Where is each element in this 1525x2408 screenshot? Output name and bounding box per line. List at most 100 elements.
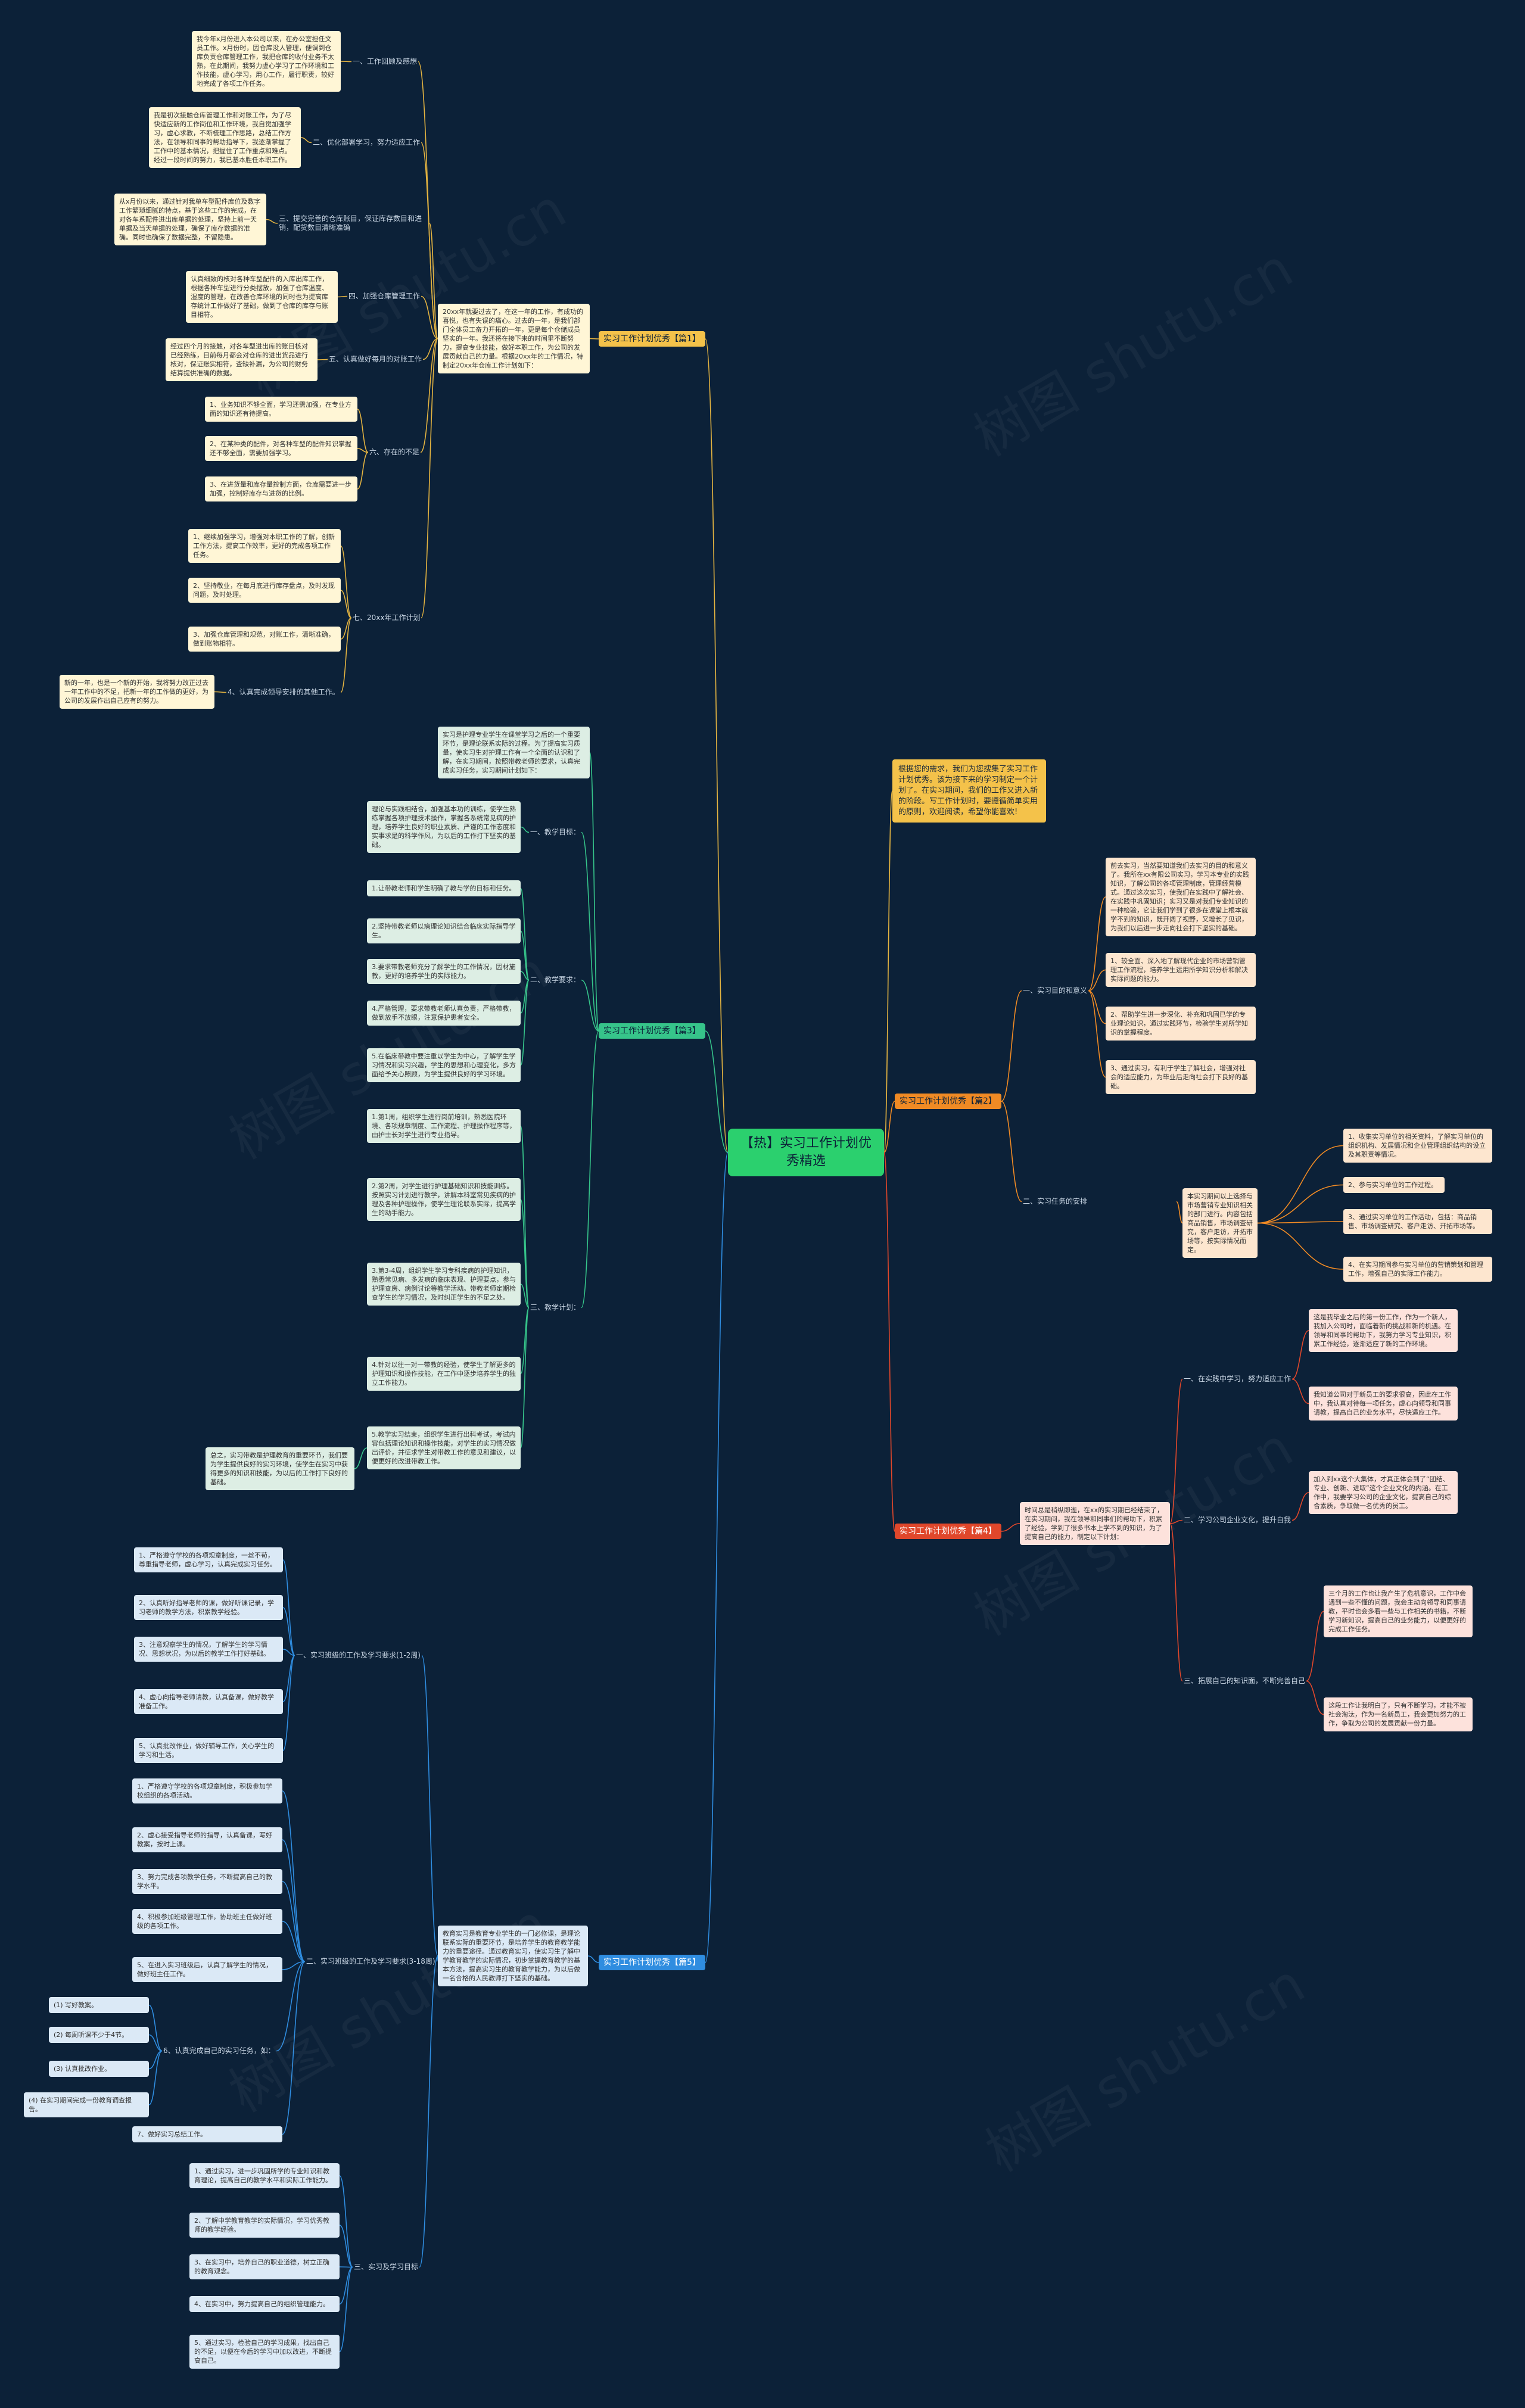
week1-item: 3、注意观察学生的情况，了解学生的学习情况、思想状况，为以后的教学工作打好基础。 <box>134 1637 283 1662</box>
root-topic[interactable]: 【热】实习工作计划优秀精选 <box>728 1129 884 1176</box>
article-4-section-3[interactable]: 三、拓展自己的知识面，不断完善自己 <box>1184 1677 1306 1685</box>
branch-article-5[interactable]: 实习工作计划优秀【篇5】 <box>599 1955 705 1970</box>
branch-article-3[interactable]: 实习工作计划优秀【篇3】 <box>599 1023 705 1039</box>
article-3-teaching-goal[interactable]: 一、教学目标： <box>530 828 581 836</box>
connector-line <box>1001 1523 1020 1532</box>
plan-step: 2.第2周，对学生进行护理基础知识和技能训练。按照实习计划进行教学，讲解本科室常… <box>367 1178 521 1221</box>
plan-item[interactable]: 4、认真完成领导安排的其他工作。 <box>228 688 340 696</box>
week3-item: 1、严格遵守学校的各项规章制度，积极参加学校组织的各项活动。 <box>132 1778 282 1803</box>
branch-article-4[interactable]: 实习工作计划优秀【篇4】 <box>895 1524 1001 1539</box>
connector-line <box>1169 1523 1183 1682</box>
connector-line <box>282 1790 306 1962</box>
connector-line <box>340 590 352 619</box>
article-3-teaching-goal-text: 理论与实践相结合，加强基本功的训练，使学生熟练掌握各项护理技术操作，掌握各系统常… <box>367 801 521 853</box>
connector-line <box>282 1655 295 1702</box>
connector-line <box>339 2266 353 2353</box>
week3-item: 2、虚心接受指导老师的指导，认真备课，写好教案，按时上课。 <box>132 1827 282 1852</box>
requirement-item: 5.在临床带教中要注重以学生为中心，了解学生学习情况和实习兴趣，学生的思想和心理… <box>367 1048 521 1082</box>
connector-line <box>520 1125 530 1309</box>
week3-item[interactable]: 6、认真完成自己的实习任务，如： <box>163 2046 275 2055</box>
connector-line <box>520 971 530 981</box>
article-1-closing: 新的一年，也是一个新的开始，我将努力改正过去一年工作中的不足，把新一年的工作做的… <box>60 675 214 709</box>
article-2-task-text: 本实习期间以上选择与市场营销专业知识相关的部门进行。内容包括商品销售，市场调查研… <box>1182 1188 1258 1258</box>
connector-line <box>705 1152 729 1963</box>
connector-line <box>339 2175 353 2268</box>
connector-line <box>1257 1221 1344 1224</box>
article-1-section-5[interactable]: 五、认真做好每月的对账工作 <box>329 355 422 363</box>
goal-item: 5、通过实习，检验自己的学习成果，找出自己的不足，以便在今后的学习中加以改进，不… <box>189 2335 340 2369</box>
connector-line <box>276 1961 306 2052</box>
week1-item: 1、严格遵守学校的各项规章制度，一丝不苟，尊重指导老师，虚心学习，认真完成实习任… <box>134 1547 283 1572</box>
goal-item: 3、在实习中，培养自己的职业道德，树立正确的教育观念。 <box>189 2254 340 2279</box>
connector-line <box>1088 969 1106 992</box>
connector-line <box>421 295 438 339</box>
task-item: 1、收集实习单位的相关资料，了解实习单位的组织机构、发展情况和企业管理组织结构的… <box>1343 1129 1492 1163</box>
connector-line <box>282 1921 306 1962</box>
branch-article-2[interactable]: 实习工作计划优秀【篇2】 <box>895 1094 1001 1109</box>
plan-step: 1.第1周，组织学生进行岗前培训，熟悉医院环境、各项规章制度、工作流程、护理操作… <box>367 1109 521 1143</box>
connector-line <box>282 1961 306 2135</box>
article-5-section-2[interactable]: 二、实习班级的工作及学习要求(3-18周) <box>306 1957 435 1965</box>
connector-line <box>148 2004 163 2052</box>
connector-line <box>705 338 729 1153</box>
connector-line <box>581 1030 599 1309</box>
shortfall-item: 1、业务知识不够全面，学习还需加强，在专业方面的知识还有待提高。 <box>205 397 357 422</box>
connector-line <box>705 1030 729 1153</box>
connector-line <box>1088 896 1106 992</box>
article-3-summary: 实习是护理专业学生在课堂学习之后的一个重要环节，是理论联系实际的过程。为了提高实… <box>438 727 590 778</box>
branch-article-1[interactable]: 实习工作计划优秀【篇1】 <box>599 331 705 347</box>
article-4-section-2[interactable]: 二、学习公司企业文化，提升自我 <box>1184 1516 1291 1524</box>
article-5-summary: 教育实习是教育专业学生的一门必修课，是理论联系实际的重要环节，是培养学生的教育教… <box>438 1926 588 1986</box>
article-4-section-3-text: 这段工作让我明白了，只有不断学习，才能不被社会淘汰，作为一名新员工，我会更加努力… <box>1324 1697 1473 1731</box>
article-4-section-1[interactable]: 一、在实践中学习，努力适应工作 <box>1184 1375 1291 1383</box>
week1-item: 4、虚心向指导老师请教，认真备课，做好教学准备工作。 <box>134 1689 283 1714</box>
article-4-section-2-text: 加入到xx这个大集体，才真正体会到了“团结、专业、创新、进取”这个企业文化的内涵… <box>1309 1471 1458 1514</box>
week1-item: 5、认真批改作业，做好辅导工作，关心学生的学习和生活。 <box>134 1738 283 1763</box>
article-1-section-2[interactable]: 二、优化部署学习，努力适应工作 <box>313 138 421 147</box>
plan-step: 3.第3-4周，组织学生学习专科疾病的护理知识，熟悉常见病、多发病的临床表现、护… <box>367 1263 521 1306</box>
connector-line <box>589 752 599 1032</box>
article-1-section-1-text: 我今年x月份进入本公司以来，在办公室担任文员工作。x月份时，因仓库没人管理，便调… <box>192 31 341 92</box>
connector-line <box>520 1307 530 1448</box>
connector-line <box>1291 1492 1309 1521</box>
connector-line <box>429 223 438 339</box>
connector-line <box>520 1199 530 1309</box>
aim-item: 3、通过实习，有利于学生了解社会，增强对社会的适应能力，为毕业后走向社会打下良好… <box>1106 1060 1256 1094</box>
article-1-section-4[interactable]: 四、加强仓库管理工作 <box>348 292 421 300</box>
plan-item: 1、继续加强学习，增强对本职工作的了解，创新工作方法，提高工作效率，更好的完成各… <box>188 529 341 563</box>
article-2-purpose-text: 前去实习，当然要知道我们去实习的目的和意义了。我所在xx有限公司实习，学习本专业… <box>1106 858 1256 936</box>
task-item: 4、在实习期间参与实习单位的营销策划和管理工作，增强自己的实际工作能力。 <box>1343 1257 1492 1282</box>
connector-line <box>339 2225 353 2268</box>
week3-item: 3、努力完成各项教学任务，不断提高自己的教学水平。 <box>132 1869 282 1894</box>
article-1-section-6[interactable]: 六、存在的不足 <box>369 448 420 456</box>
article-1-section-1[interactable]: 一、工作回顾及感想 <box>353 57 418 66</box>
article-1-section-7[interactable]: 七、20xx年工作计划 <box>353 613 421 622</box>
article-1-section-5-text: 经过四个月的接触，对各车型进出库的账目核对已经熟练，目前每月都会对仓库的进出货品… <box>166 338 318 381</box>
connector-line <box>1291 1330 1309 1380</box>
connector-line <box>148 2034 163 2052</box>
week3-item: 7、做好实习总结工作。 <box>132 2126 282 2142</box>
article-5-section-3[interactable]: 三、实习及学习目标 <box>354 2263 419 2271</box>
connector-line <box>883 1152 895 1532</box>
connector-line <box>581 831 599 1032</box>
article-1-section-2-text: 我是初次接触仓库管理工作和对账工作，为了尽快适应新的工作岗位和工作环境，我自觉加… <box>149 107 301 168</box>
connector-line <box>883 1101 895 1153</box>
connector-line <box>354 1447 368 1469</box>
article-5-section-1[interactable]: 一、实习班级的工作及学习要求(1-2周) <box>296 1651 421 1659</box>
article-3-teaching-requirements[interactable]: 二、教学要求： <box>530 976 581 984</box>
connector-line <box>421 1655 438 1957</box>
article-3-teaching-plan[interactable]: 三、教学计划： <box>530 1303 581 1312</box>
connector-line <box>520 826 530 833</box>
task-subitem: (2) 每周听课不少于4节。 <box>49 2027 149 2043</box>
task-subitem: (4) 在实习期间完成一份教育调查报告。 <box>24 2092 149 2117</box>
connector-line <box>1001 990 1022 1102</box>
connector-line <box>266 219 278 224</box>
article-2-task-arrangement[interactable]: 二、实习任务的安排 <box>1023 1197 1088 1205</box>
connector-line <box>282 1607 295 1656</box>
article-4-summary: 时间总是稍纵即逝，在xx的实习期已经结束了，在实习期间，我在领导和同事们的帮助下… <box>1020 1502 1170 1545</box>
week3-item: 4、积极参加班级管理工作，协助班主任做好班级的各项工作。 <box>132 1909 282 1934</box>
connector-line <box>357 409 369 453</box>
article-2-purpose[interactable]: 一、实习目的和意义 <box>1023 986 1088 995</box>
requirement-item: 2.坚持带教老师以病理论知识结合临床实际指导学生。 <box>367 918 521 943</box>
article-1-section-3[interactable]: 三、提交完善的仓库账目，保证库存数目和进销，配货数目清晰准确 <box>279 214 422 232</box>
